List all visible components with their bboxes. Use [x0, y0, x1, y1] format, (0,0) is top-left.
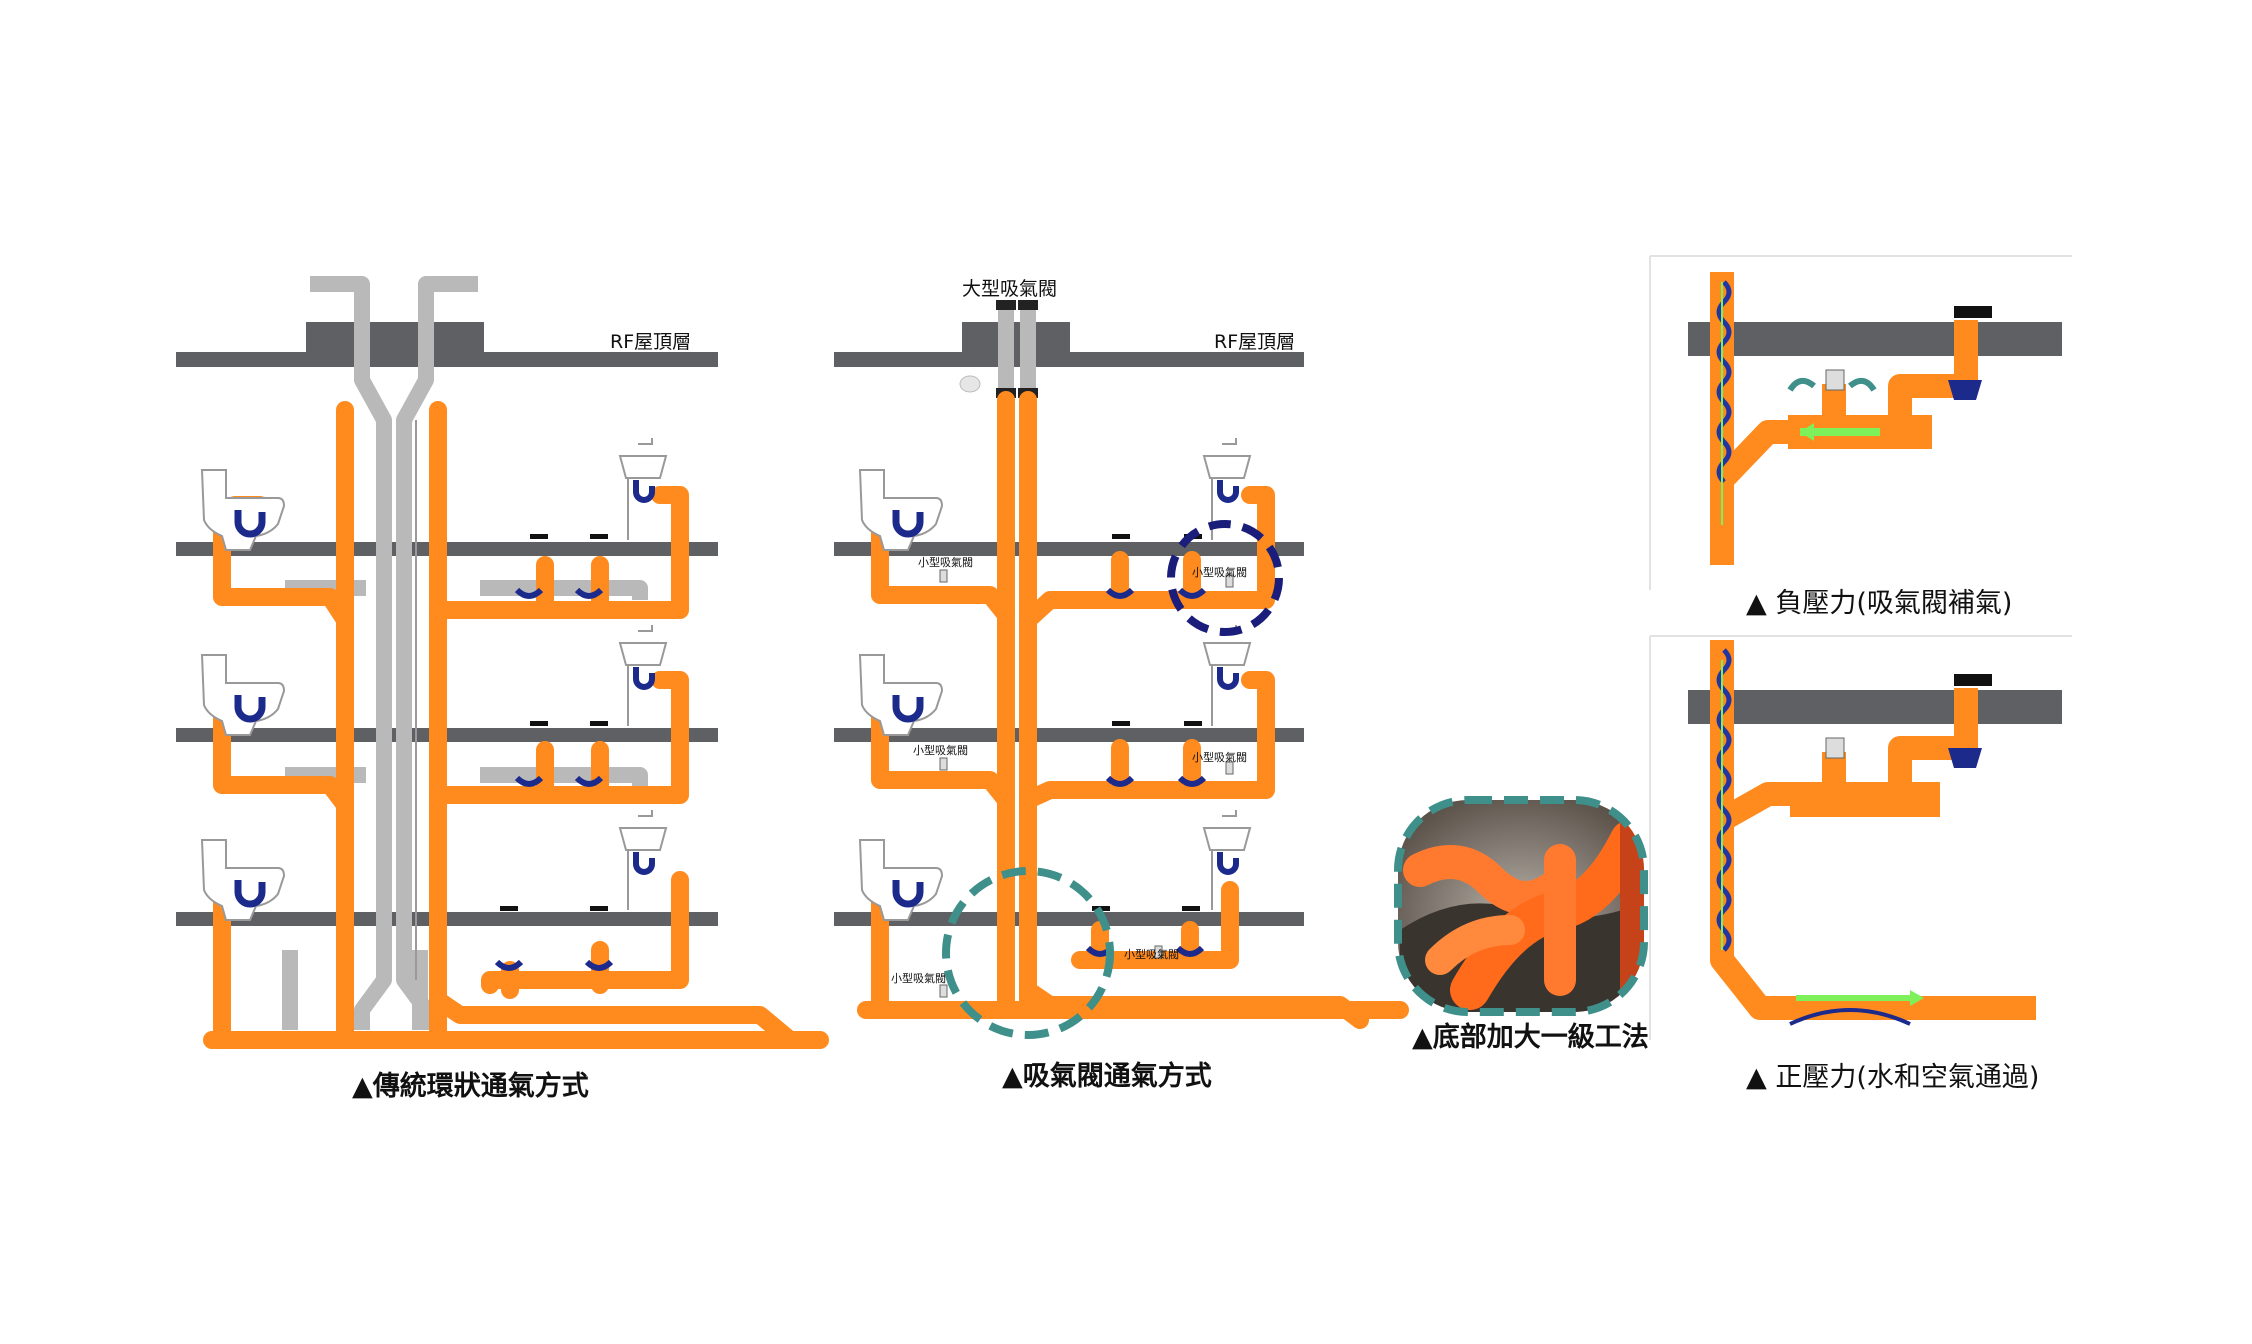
large-valve-label: 大型吸氣閥 — [962, 278, 1057, 300]
small-valve-label: 小型吸氣閥 — [1124, 947, 1179, 961]
sink-icon — [1202, 438, 1252, 910]
floor-slab-2 — [834, 728, 1304, 742]
small-valve-label: 小型吸氣閥 — [1192, 565, 1247, 579]
toilet-icon — [200, 469, 286, 921]
caption-photo: ▲底部加大一級工法 — [1412, 1021, 1649, 1053]
floor-drains — [494, 534, 614, 971]
roof-label: RF屋頂層 — [610, 331, 691, 353]
highlight-circle-teal — [942, 867, 1114, 1039]
small-valve-label: 小型吸氣閥 — [913, 743, 968, 757]
drain-pipes — [203, 401, 829, 1049]
caption-traditional: ▲傳統環狀通氣方式 — [352, 1070, 589, 1102]
panel-positive-pressure: ▲ 正壓力(水和空氣通過) — [1649, 635, 2072, 1093]
sink-icon — [618, 438, 668, 910]
air-admittance-valve-icon — [1825, 369, 1845, 391]
toilet-icon — [858, 469, 944, 921]
small-valve-label: 小型吸氣閥 — [918, 555, 973, 569]
drain-pipes — [857, 391, 1409, 1029]
caption-valve: ▲吸氣閥通氣方式 — [1002, 1060, 1212, 1092]
air-admittance-valve-icon — [1825, 737, 1845, 759]
vent-pipes — [282, 276, 648, 1030]
roof-slab — [176, 352, 718, 367]
photo-enlarged-bottom: ▲底部加大一級工法 — [1394, 796, 1649, 1053]
roof-parapet — [962, 322, 1070, 354]
roof-parapet — [306, 322, 484, 354]
panel-traditional: RF屋頂層 ▲傳統環狀通氣方式 — [176, 276, 829, 1102]
small-valves — [939, 569, 1234, 998]
roof-label: RF屋頂層 — [1214, 331, 1295, 353]
caption-positive: ▲ 正壓力(水和空氣通過) — [1746, 1062, 2039, 1093]
panel-valve: 大型吸氣閥 RF屋頂層 — [834, 278, 1409, 1092]
small-valve-label: 小型吸氣閥 — [891, 971, 946, 985]
roof-slab — [834, 352, 1304, 367]
caption-negative: ▲ 負壓力(吸氣閥補氣) — [1746, 588, 2012, 619]
highlight-circle-navy — [1167, 520, 1283, 636]
small-valve-label: 小型吸氣閥 — [1192, 750, 1247, 764]
panel-negative-pressure: ▲ 負壓力(吸氣閥補氣) — [1649, 255, 2072, 619]
